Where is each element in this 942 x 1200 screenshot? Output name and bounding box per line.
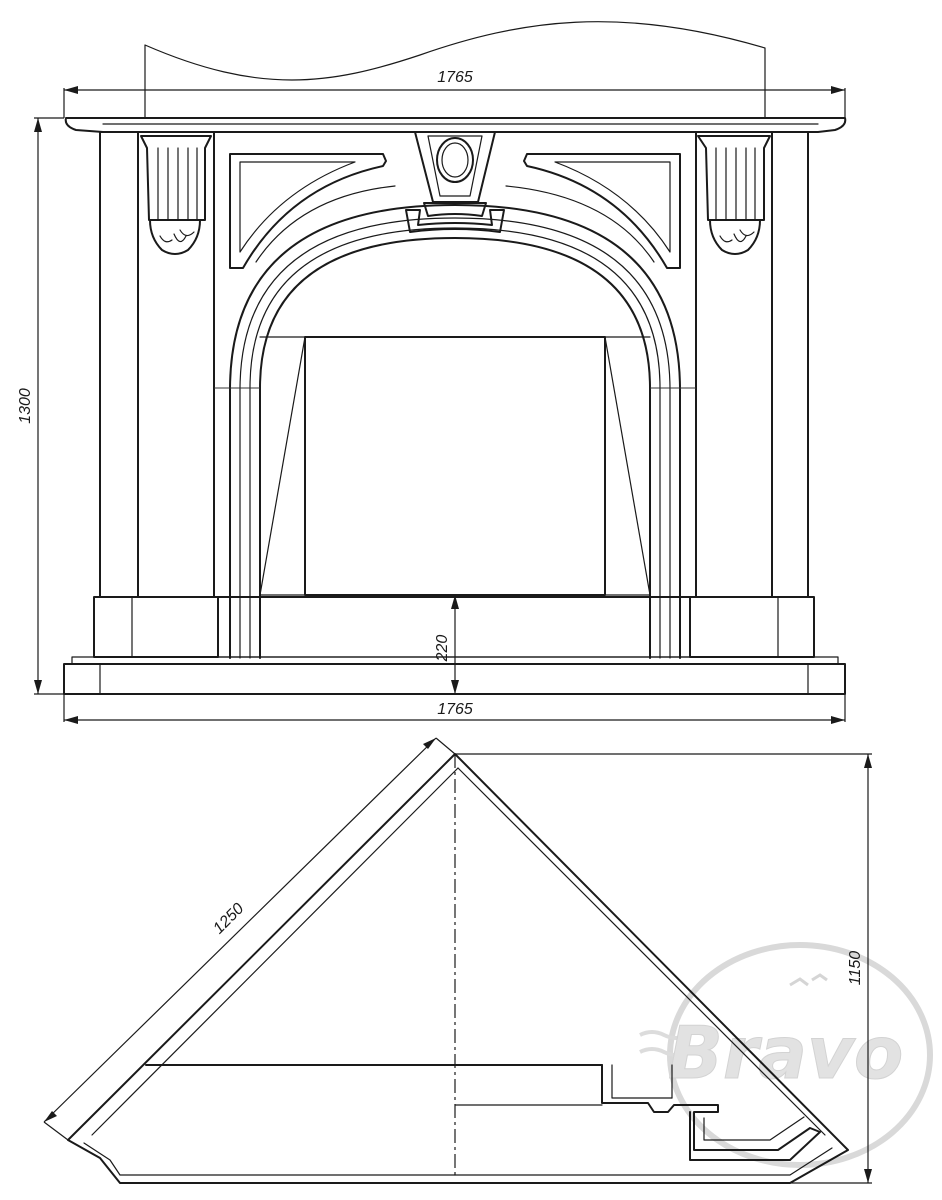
- depth-label: 1150: [847, 951, 864, 986]
- right-spandrel-panel: [505, 153, 681, 269]
- left-spandrel-panel: [229, 153, 396, 269]
- left-corbel: [140, 135, 212, 255]
- right-corbel: [697, 135, 771, 255]
- watermark-brand-text: Bravo: [668, 1011, 903, 1095]
- dimension-side-length: 1250: [43, 737, 456, 1141]
- pilaster-plan-profile: [601, 1064, 821, 1161]
- dimension-bottom-width: 1765: [63, 694, 846, 724]
- dimension-hearth-height: 220: [434, 595, 459, 694]
- height-label: 1300: [17, 388, 34, 424]
- top-width-label: 1765: [437, 69, 473, 86]
- keystone-medallion: [405, 131, 505, 233]
- left-outer-pilaster: [99, 131, 139, 598]
- wall-outline: [144, 21, 766, 119]
- mantel-shelf: [64, 117, 847, 133]
- right-pedestal: [689, 596, 815, 658]
- right-outer-pilaster: [771, 131, 809, 598]
- dimension-depth: 1150: [455, 753, 872, 1184]
- top-view-plan: [67, 753, 849, 1184]
- left-pedestal: [93, 596, 219, 658]
- front-view-elevation: [63, 21, 847, 695]
- bottom-width-label: 1765: [437, 701, 473, 718]
- dimension-top-width: 1765: [63, 69, 846, 118]
- bravo-watermark-logo: Bravo: [639, 942, 933, 1168]
- firebox-opening: [259, 336, 651, 596]
- dimension-height: 1300: [17, 117, 64, 695]
- hearth-height-label: 220: [434, 635, 451, 663]
- firebox-arch: [214, 204, 696, 659]
- side-length-label: 1250: [210, 900, 247, 937]
